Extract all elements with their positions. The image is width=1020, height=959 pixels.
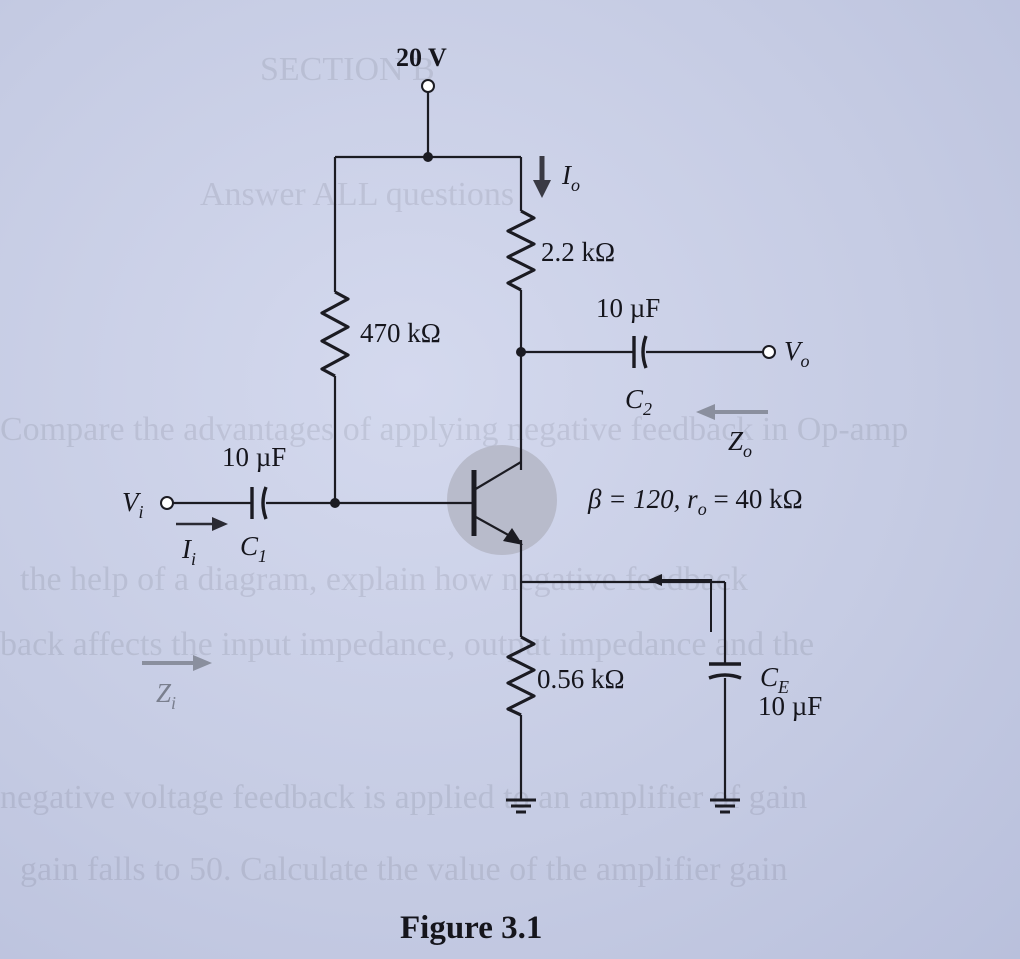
emitter-arrow-icon <box>503 528 523 545</box>
junction-base <box>330 498 340 508</box>
ii-arrow-icon <box>176 517 228 531</box>
capacitor-c1-symbol <box>250 486 268 520</box>
figure-caption: Figure 3.1 <box>400 910 542 946</box>
vo-label: Vo <box>784 336 810 371</box>
capacitor-c2-symbol <box>632 335 648 369</box>
zo-label: Zo <box>728 426 752 461</box>
svg-text:the help of a diagram, explain: the help of a diagram, explain how negat… <box>20 561 748 598</box>
svg-text:Answer ALL questions: Answer ALL questions <box>200 176 514 213</box>
io-arrow-icon <box>533 156 551 198</box>
resistor-rc-symbol <box>506 209 536 292</box>
zo-arrow-icon <box>696 404 768 420</box>
junction-collector <box>516 347 526 357</box>
transistor-highlight <box>447 445 557 555</box>
vi-terminal <box>160 496 174 510</box>
c2-name-label: C2 <box>625 384 652 419</box>
re-value-label: 0.56 kΩ <box>537 664 625 694</box>
resistor-re-symbol <box>506 635 536 717</box>
svg-text:negative voltage feedback is a: negative voltage feedback is applied to … <box>0 779 807 816</box>
capacitor-ce-symbol <box>708 662 742 680</box>
ground-re-icon <box>506 798 536 814</box>
ce-name-label: CE <box>760 662 789 697</box>
vi-label: Vi <box>122 487 144 522</box>
ground-ce-icon <box>710 798 740 814</box>
supply-voltage-label: 20 V <box>396 43 447 72</box>
c2-value-label: 10 µF <box>596 293 660 323</box>
ii-label: Ii <box>181 534 196 569</box>
supply-terminal <box>421 79 435 93</box>
npn-transistor-symbol <box>471 461 523 545</box>
ce-feedback-arrow-icon <box>648 574 712 632</box>
resistor-rb-symbol <box>320 290 350 378</box>
rb-value-label: 470 kΩ <box>360 318 441 348</box>
io-label: Io <box>561 160 580 195</box>
zi-label: Zi <box>156 678 176 713</box>
svg-text:Compare the advantages of appl: Compare the advantages of applying negat… <box>0 411 908 448</box>
vo-terminal <box>762 345 776 359</box>
ce-value-label: 10 µF <box>758 691 822 721</box>
c1-name-label: C1 <box>240 531 267 566</box>
svg-text:gain falls to 50. Calculate th: gain falls to 50. Calculate the value of… <box>20 851 788 888</box>
svg-text:back affects the input impedan: back affects the input impedance, output… <box>0 626 814 663</box>
c1-value-label: 10 µF <box>222 442 286 472</box>
rc-value-label: 2.2 kΩ <box>541 237 615 267</box>
bleed-through-text: SECTION B Answer ALL questions Compare t… <box>0 51 908 888</box>
junction-top-rail <box>423 152 433 162</box>
svg-text:SECTION B: SECTION B <box>260 51 435 88</box>
zi-arrow-icon <box>142 655 212 671</box>
transistor-params-label: β = 120, ro = 40 kΩ <box>587 484 803 519</box>
